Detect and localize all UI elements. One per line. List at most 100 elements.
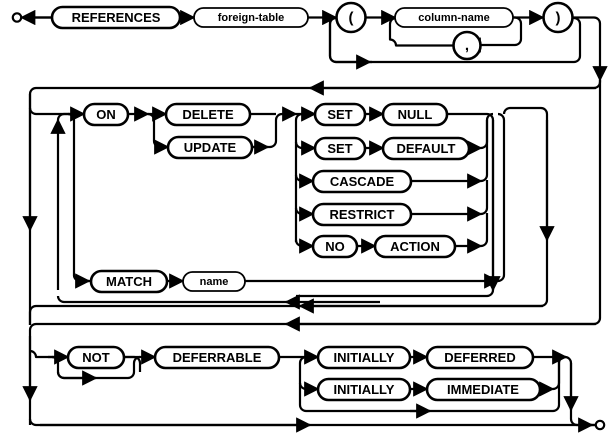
node-delete-shape: [164, 102, 252, 127]
node-lparen[interactable]: (: [335, 1, 367, 34]
node-comma-label: ,: [465, 37, 469, 54]
node-null[interactable]: NULL: [381, 102, 449, 127]
node-delete[interactable]: DELETE: [164, 102, 252, 127]
row-on-action: [22, 80, 602, 325]
node-name-shape: [182, 271, 246, 292]
node-immediate[interactable]: IMMEDIATE: [425, 377, 542, 402]
rail-row3-right-down: [564, 355, 596, 427]
node-rparen-shape: [542, 1, 574, 34]
node-on-shape: [82, 102, 130, 127]
rail-row2-top: [28, 80, 602, 100]
start-terminator-icon: [11, 12, 23, 23]
node-set-null[interactable]: SET: [313, 102, 367, 127]
rail-to-not: [29, 349, 70, 365]
node-rparen[interactable]: ): [542, 1, 574, 34]
node-foreign-table-shape: [193, 7, 309, 28]
rail-to-set2: [294, 140, 317, 156]
node-immediate-shape: [425, 377, 542, 402]
node-action[interactable]: ACTION: [373, 234, 457, 259]
end-terminator-icon: [594, 419, 606, 431]
node-no-label: NO: [325, 239, 345, 254]
node-cascade[interactable]: CASCADE: [311, 169, 413, 194]
node-deferred[interactable]: DEFERRED: [425, 345, 535, 370]
node-references[interactable]: REFERENCES: [50, 5, 182, 30]
node-initially-deferred[interactable]: INITIALLY: [316, 345, 412, 370]
node-match[interactable]: MATCH: [89, 269, 169, 294]
node-deferred-label: DEFERRED: [444, 350, 516, 365]
node-initially1-label: INITIALLY: [334, 350, 395, 365]
rail-match-corner: [502, 106, 511, 115]
node-initially1-shape: [316, 345, 412, 370]
node-not[interactable]: NOT: [66, 345, 126, 370]
rail-to-initially2: [298, 381, 320, 397]
rail-to-no: [294, 238, 315, 254]
rail-loopback-bottom: [56, 295, 290, 304]
node-name[interactable]: name: [182, 271, 246, 292]
node-initially-immediate[interactable]: INITIALLY: [316, 377, 412, 402]
node-lparen-shape: [335, 1, 367, 34]
rail-outer-right-to-left: [28, 299, 549, 325]
node-comma-shape: [452, 30, 482, 61]
rail-to-restrict: [294, 206, 315, 222]
node-rparen-label: ): [556, 10, 561, 27]
node-action-label: ACTION: [390, 239, 440, 254]
node-restrict-shape: [311, 202, 413, 227]
node-restrict[interactable]: RESTRICT: [311, 202, 413, 227]
rail-not-bypass-arrow: [56, 370, 98, 386]
node-set-default[interactable]: SET: [313, 136, 367, 161]
node-not-label: NOT: [82, 350, 110, 365]
rail-final-bottom: [28, 418, 596, 427]
node-restrict-label: RESTRICT: [330, 207, 395, 222]
node-comma[interactable]: ,: [452, 30, 482, 61]
node-foreign-table[interactable]: foreign-table: [193, 7, 309, 28]
node-on[interactable]: ON: [82, 102, 130, 127]
node-no[interactable]: NO: [311, 234, 359, 259]
rail-actions-to-bottom: [296, 289, 495, 298]
node-match-label: MATCH: [106, 274, 152, 289]
node-deferrable-shape: [153, 345, 281, 370]
node-not-shape: [66, 345, 126, 370]
node-update[interactable]: UPDATE: [166, 135, 254, 160]
node-set2-label: SET: [327, 141, 352, 156]
rail-initially-bypass: [298, 403, 432, 419]
row-references: [11, 9, 608, 82]
node-set1-shape: [313, 102, 367, 127]
rail-action-merge-b: [480, 213, 489, 248]
node-on-label: ON: [96, 107, 116, 122]
rail-cascade-merge-b: [480, 120, 489, 183]
node-references-shape: [50, 5, 182, 30]
node-deferrable-label: DEFERRABLE: [173, 350, 262, 365]
rail-not-out: [124, 355, 142, 372]
node-null-shape: [381, 102, 449, 127]
node-lparen-label: (: [349, 10, 354, 27]
rail-to-match: [72, 273, 91, 289]
node-delete-label: DELETE: [182, 107, 234, 122]
rail-row1-to-row2: [573, 16, 608, 82]
node-action-shape: [373, 234, 457, 259]
rail-null-merge: [447, 112, 495, 290]
rail-restrict-merge-b: [480, 180, 489, 216]
node-match-shape: [89, 269, 169, 294]
node-foreign-table-label: foreign-table: [218, 12, 285, 24]
rail-outer-right-a: [510, 106, 549, 300]
row-deferrable: [22, 80, 606, 433]
node-column-name-label: column-name: [418, 12, 490, 24]
rail-on-to-match-branch: [67, 112, 91, 283]
node-deferred-shape: [425, 345, 535, 370]
node-column-name-shape: [394, 7, 514, 28]
node-null-label: NULL: [398, 107, 433, 122]
rail-paren-bypass: [328, 16, 372, 70]
rail-comma-loop-right: [465, 16, 523, 53]
rail-to-on: [28, 106, 86, 122]
node-cascade-shape: [311, 169, 413, 194]
node-default[interactable]: DEFAULT: [381, 136, 471, 161]
node-column-name[interactable]: column-name: [394, 7, 514, 28]
node-immediate-label: IMMEDIATE: [447, 382, 519, 397]
rail-not-bypass-b: [127, 349, 157, 380]
rail-update-merge: [252, 106, 298, 149]
node-update-shape: [166, 135, 254, 160]
rail-to-update: [147, 112, 170, 155]
node-deferrable[interactable]: DEFERRABLE: [153, 345, 281, 370]
